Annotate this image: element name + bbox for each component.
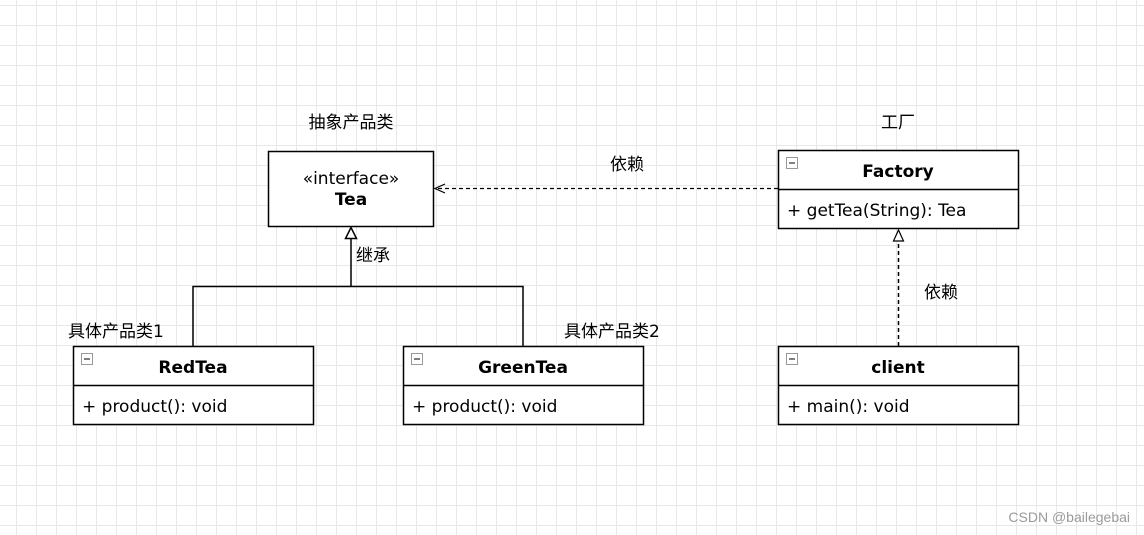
caption-dependency-right: 依赖 <box>924 283 958 303</box>
collapse-toggle-icon[interactable] <box>786 353 798 365</box>
caption-inheritance: 继承 <box>356 246 390 266</box>
factory-class-member: + getTea(String): Tea <box>787 201 966 221</box>
inheritance-arrowhead-icon <box>344 225 358 240</box>
caption-dependency-top: 依赖 <box>610 155 644 175</box>
redtea-class-name: RedTea <box>158 358 227 378</box>
greentea-class-member: + product(): void <box>412 397 557 417</box>
redtea-class-box[interactable]: RedTea + product(): void <box>72 345 315 426</box>
greentea-class-box[interactable]: GreenTea + product(): void <box>402 345 645 426</box>
tea-interface-box[interactable]: «interface» Tea <box>267 150 435 228</box>
caption-factory: 工厂 <box>881 113 915 133</box>
caption-abstract-product: 抽象产品类 <box>309 113 394 133</box>
collapse-toggle-icon[interactable] <box>81 353 93 365</box>
dependency-factory-to-tea[interactable] <box>433 183 778 194</box>
greentea-class-name: GreenTea <box>478 358 568 378</box>
tea-interface-stereotype: «interface» <box>303 169 400 189</box>
client-class-member: + main(): void <box>787 397 910 417</box>
redtea-class-member: + product(): void <box>82 397 227 417</box>
dependency-client-to-factory[interactable] <box>892 228 905 346</box>
dependency-arrowhead-icon <box>433 183 446 194</box>
caption-concrete-product-1: 具体产品类1 <box>68 322 164 342</box>
dependency-arrowhead-icon <box>892 228 905 242</box>
client-class-box[interactable]: client + main(): void <box>777 345 1020 426</box>
factory-class-name: Factory <box>862 162 933 182</box>
client-class-name: client <box>871 358 925 378</box>
factory-class-box[interactable]: Factory + getTea(String): Tea <box>777 149 1020 230</box>
inheritance-connector[interactable] <box>192 225 524 347</box>
caption-concrete-product-2: 具体产品类2 <box>564 322 660 342</box>
collapse-toggle-icon[interactable] <box>786 157 798 169</box>
tea-interface-name: Tea <box>335 190 367 210</box>
collapse-toggle-icon[interactable] <box>411 353 423 365</box>
watermark: CSDN @bailegebai <box>1008 509 1130 525</box>
